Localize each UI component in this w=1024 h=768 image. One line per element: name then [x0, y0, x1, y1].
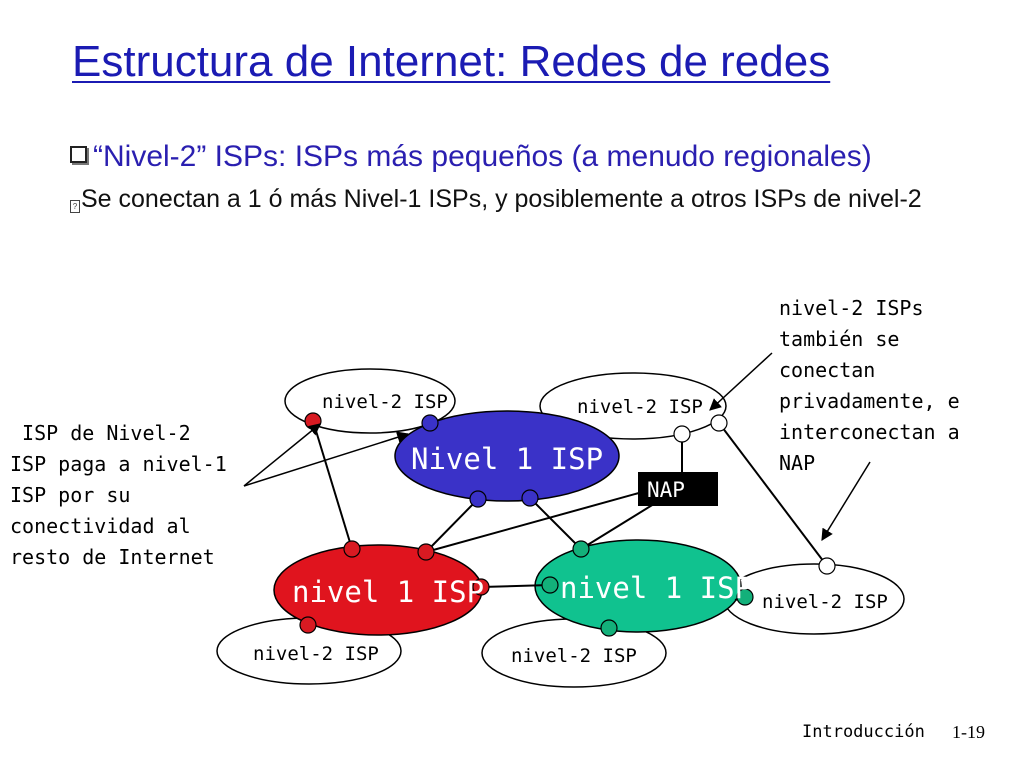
link-lefttier1-to-toptier1: [425, 498, 479, 553]
square-bullet-icon: [70, 146, 87, 163]
links: [312, 420, 828, 601]
bullet-connections-text: Se conectan a 1 ó más Nivel-1 ISPs, y po…: [81, 185, 922, 213]
footer-page-number: 1-19: [952, 722, 985, 742]
label-tier1-right: nivel 1 ISP: [560, 571, 752, 605]
router-top-left-tier2: [304, 412, 322, 430]
bullet-connections: ?Se conectan a 1 ó más Nivel-1 ISPs, y p…: [70, 184, 970, 214]
link-lefttier1-to-nap: [425, 480, 683, 553]
router-toptier1-bottom-right: [521, 489, 539, 507]
label-tier1-left: nivel 1 ISP: [292, 575, 484, 609]
arrow-right-note-upper: [709, 352, 773, 411]
label-tier2-bottom-left: nivel-2 ISP: [253, 643, 379, 665]
router-lefttier1-bottom: [299, 616, 317, 634]
router-righttier1-top: [572, 540, 590, 558]
router-toprighttier2-nap: [673, 425, 691, 443]
bullet-tier2-isps-text: “Nivel-2” ISPs: ISPs más pequeños (a men…: [93, 140, 872, 173]
note-tier2-private-peering: nivel-2 ISPs también se conectan privada…: [779, 296, 960, 475]
label-tier2-top-right: nivel-2 ISP: [577, 396, 703, 418]
tier2-isp-top-right: [539, 372, 727, 440]
label-tier2-bottom-mid: nivel-2 ISP: [511, 645, 637, 667]
note-tier2-pays-tier1: ISP de Nivel-2 ISP paga a nivel-1 ISP po…: [10, 421, 227, 569]
routers: [299, 412, 836, 637]
link-lefttier1-to-righttier1: [480, 584, 551, 588]
tier1-isp-top: [394, 410, 620, 502]
router-righttier1-bottom: [600, 619, 618, 637]
tier2-isp-top-left: [284, 368, 456, 434]
footer-section: Introducción: [802, 722, 925, 742]
sub-bullet-icon: ?: [70, 200, 80, 213]
slide-title: Estructura de Internet: Redes de redes: [72, 37, 831, 86]
link-toprighttier2-to-righttier2: [718, 422, 828, 567]
router-lefttier1-top-left: [343, 540, 361, 558]
router-righttier1-left: [541, 576, 559, 594]
router-righttier2-left: [736, 588, 754, 606]
label-tier2-top-left: nivel-2 ISP: [322, 391, 448, 413]
bullet-tier2-isps: “Nivel-2” ISPs: ISPs más pequeños (a men…: [70, 139, 872, 175]
arrow-right-note-lower: [821, 461, 871, 542]
link-toptier1-to-righttier1: [529, 497, 582, 550]
link-toplefttier2-to-lefttier1: [312, 420, 353, 550]
router-toptier1-bottom-left: [469, 490, 487, 508]
router-toprighttier2-right: [710, 414, 728, 432]
label-tier2-right: nivel-2 ISP: [762, 591, 888, 613]
router-righttier2-top: [818, 557, 836, 575]
router-lefttier1-top-right: [417, 543, 435, 561]
annotation-arrows: [243, 352, 871, 542]
arrow-left-note-upper: [243, 431, 410, 487]
arrow-left-note-lower: [243, 423, 321, 487]
label-tier1-top: Nivel 1 ISP: [411, 442, 603, 476]
router-lefttier1-right: [472, 578, 490, 596]
link-righttier1-to-nap: [580, 498, 663, 550]
label-nap: NAP: [647, 478, 685, 502]
router-top-left-tier2-uplink: [421, 414, 439, 432]
